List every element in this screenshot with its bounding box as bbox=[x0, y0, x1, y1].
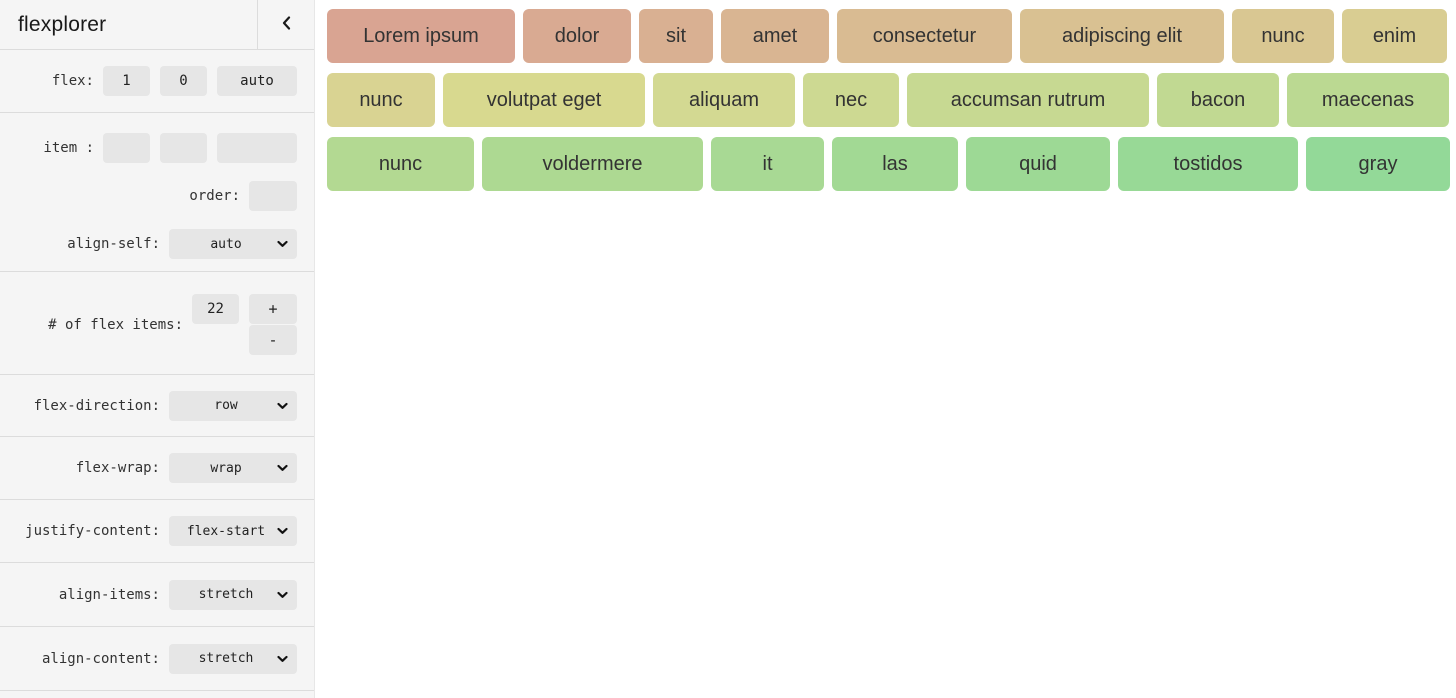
align-self-label: align-self: bbox=[67, 236, 160, 252]
flex-item[interactable]: tostidos bbox=[1118, 137, 1298, 191]
chevron-down-icon bbox=[277, 591, 288, 598]
item-label: item : bbox=[43, 140, 94, 156]
flex-grow-input[interactable] bbox=[103, 66, 150, 96]
flex-item[interactable]: consectetur bbox=[837, 9, 1012, 63]
chevron-down-icon bbox=[277, 527, 288, 535]
flex-items-count-input[interactable] bbox=[192, 294, 239, 324]
flex-label: flex: bbox=[51, 73, 94, 89]
flex-items-stepper: + - bbox=[249, 294, 297, 355]
align-self-value: auto bbox=[210, 236, 242, 252]
flex-item[interactable]: las bbox=[832, 137, 958, 191]
app-title: flexplorer bbox=[18, 12, 107, 36]
flex-item[interactable]: amet bbox=[721, 9, 829, 63]
decrement-button[interactable]: - bbox=[249, 325, 297, 355]
align-items-section: align-items: stretch bbox=[0, 563, 314, 627]
align-content-value: stretch bbox=[198, 651, 254, 666]
chevron-down-icon bbox=[277, 240, 288, 248]
increment-button[interactable]: + bbox=[249, 294, 297, 324]
align-items-value: stretch bbox=[198, 587, 254, 602]
justify-content-label: justify-content: bbox=[25, 523, 160, 539]
item-flex-basis-input[interactable] bbox=[217, 133, 297, 163]
flex-direction-label: flex-direction: bbox=[33, 397, 160, 414]
flex-items-count-label: # of flex items: bbox=[48, 316, 183, 333]
justify-content-section: justify-content: flex-start bbox=[0, 500, 314, 563]
sidebar: flexplorer flex: item : order: align-sel… bbox=[0, 0, 315, 698]
chevron-left-icon bbox=[282, 16, 291, 33]
flex-shorthand-section: flex: bbox=[0, 50, 314, 113]
align-content-section: align-content: stretch bbox=[0, 627, 314, 691]
item-section: item : order: align-self: auto bbox=[0, 113, 314, 272]
flex-item[interactable]: nunc bbox=[1232, 9, 1334, 63]
order-input[interactable] bbox=[249, 181, 297, 211]
flex-item[interactable]: gray bbox=[1306, 137, 1450, 191]
align-items-select[interactable]: stretch bbox=[169, 579, 297, 610]
flex-item[interactable]: nunc bbox=[327, 73, 435, 127]
chevron-down-icon bbox=[277, 655, 288, 662]
flex-item[interactable]: adipiscing elit bbox=[1020, 9, 1224, 63]
flex-item[interactable]: sit bbox=[639, 9, 713, 63]
flex-direction-value: row bbox=[214, 398, 238, 413]
flex-item[interactable]: quid bbox=[966, 137, 1110, 191]
flex-item[interactable]: nec bbox=[803, 73, 899, 127]
flex-wrap-section: flex-wrap: wrap bbox=[0, 437, 314, 500]
justify-content-select[interactable]: flex-start bbox=[169, 516, 297, 546]
sidebar-header: flexplorer bbox=[0, 0, 314, 50]
flex-item[interactable]: aliquam bbox=[653, 73, 795, 127]
flex-basis-input[interactable] bbox=[217, 66, 297, 96]
sidebar-collapse-button[interactable] bbox=[257, 0, 314, 49]
align-content-label: align-content: bbox=[41, 650, 160, 667]
chevron-down-icon bbox=[277, 464, 288, 472]
flex-item[interactable]: dolor bbox=[523, 9, 631, 63]
flex-wrap-label: flex-wrap: bbox=[75, 460, 160, 476]
flex-shrink-input[interactable] bbox=[160, 66, 207, 96]
flex-wrap-value: wrap bbox=[210, 460, 242, 476]
flex-item[interactable]: it bbox=[711, 137, 824, 191]
flex-item[interactable]: bacon bbox=[1157, 73, 1279, 127]
align-content-select[interactable]: stretch bbox=[169, 643, 297, 674]
align-items-label: align-items: bbox=[58, 586, 160, 603]
flex-item[interactable]: accumsan rutrum bbox=[907, 73, 1149, 127]
item-flex-grow-input[interactable] bbox=[103, 133, 150, 163]
flex-item[interactable]: enim bbox=[1342, 9, 1447, 63]
flex-item[interactable]: Lorem ipsum bbox=[327, 9, 515, 63]
flex-wrap-select[interactable]: wrap bbox=[169, 453, 297, 483]
order-label: order: bbox=[189, 188, 240, 204]
chevron-down-icon bbox=[277, 402, 288, 409]
flex-direction-select[interactable]: row bbox=[169, 390, 297, 421]
align-self-select[interactable]: auto bbox=[169, 229, 297, 259]
flex-item[interactable]: volutpat eget bbox=[443, 73, 645, 127]
flex-direction-section: flex-direction: row bbox=[0, 375, 314, 437]
flex-item[interactable]: maecenas bbox=[1287, 73, 1449, 127]
flex-items-count-section: # of flex items: + - bbox=[0, 272, 314, 375]
flex-item[interactable]: nunc bbox=[327, 137, 474, 191]
flex-item[interactable]: voldermere bbox=[482, 137, 703, 191]
justify-content-value: flex-start bbox=[186, 523, 266, 539]
item-flex-shrink-input[interactable] bbox=[160, 133, 207, 163]
